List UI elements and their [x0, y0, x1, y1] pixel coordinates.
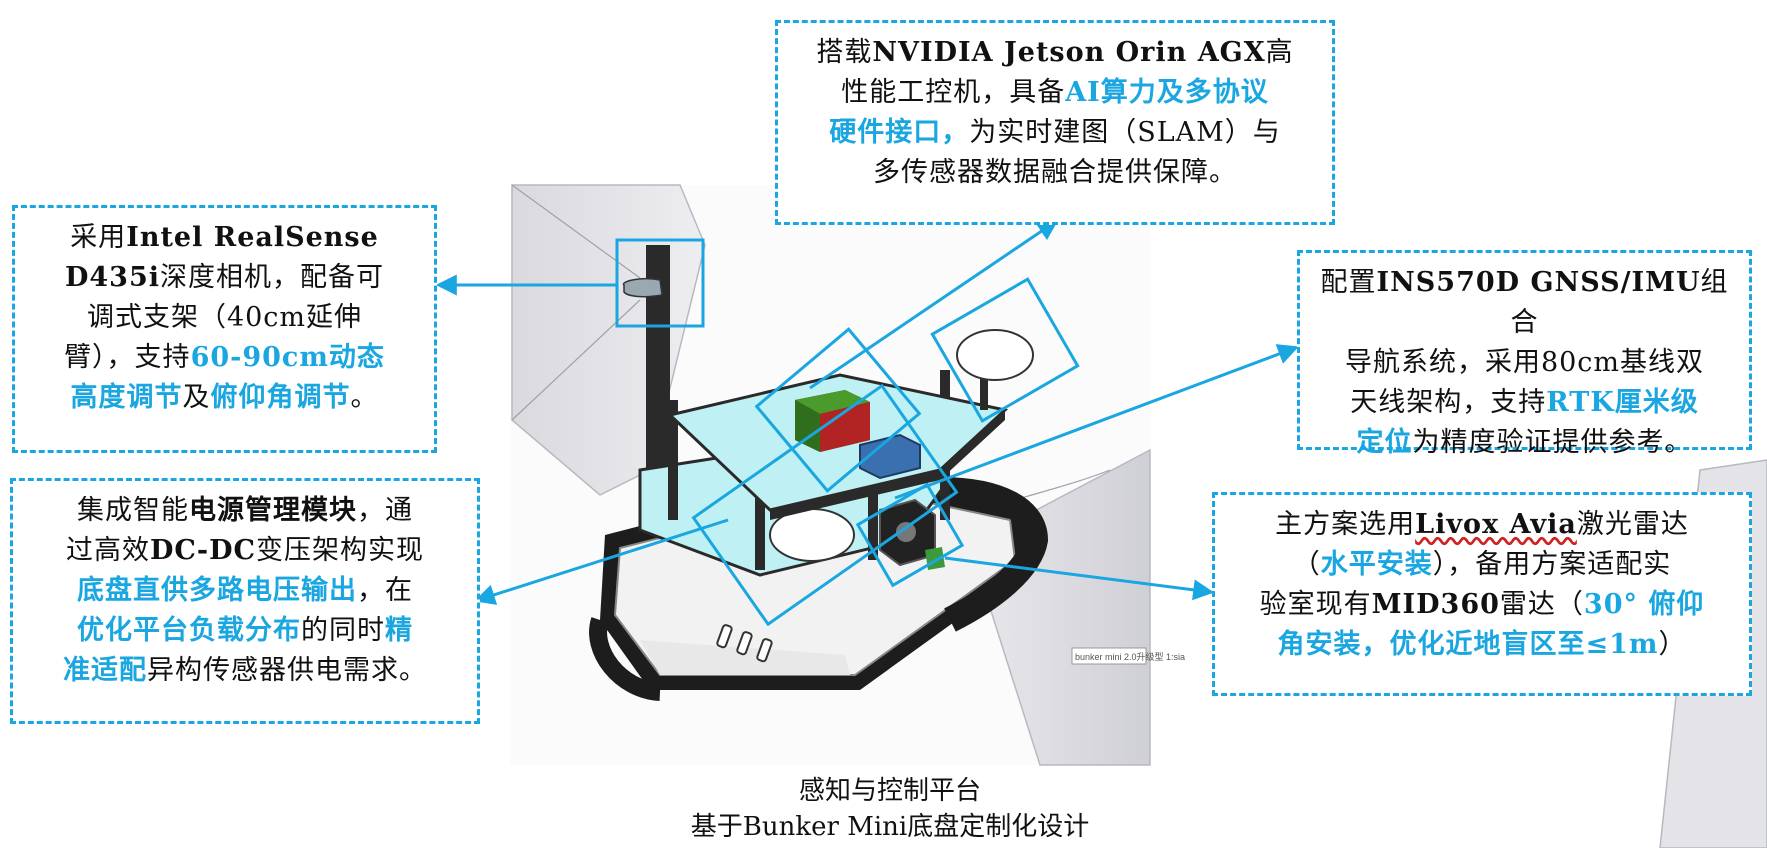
lidar-highlight: 角安装，优化近地盲区至≤1m [1277, 629, 1659, 660]
lidar-text: （ [1292, 549, 1321, 580]
power-highlight: 精 [385, 615, 413, 646]
power-bold: 电源管理模块 [189, 495, 357, 526]
power-connector [473, 518, 729, 605]
camera-text: 调式支架（40cm延伸 [86, 302, 363, 333]
power-highlight: 底盘直供多路电压输出 [77, 575, 357, 606]
ins-text: 导航系统，采用80cm基线双 [1344, 347, 1705, 378]
lidar-highlight: 30° 俯仰 [1583, 589, 1705, 620]
lidar-highlight-box [855, 482, 965, 588]
ins-highlight: 定位 [1356, 427, 1413, 458]
power-text: 变压架构实现 [256, 535, 424, 566]
camera-text: 采用 [70, 222, 127, 253]
lidar-model: MID360 [1371, 589, 1500, 620]
power-text: 过高效 [65, 535, 150, 566]
lidar-highlight: 水平安装 [1320, 549, 1433, 580]
gnss-antenna [956, 329, 1034, 381]
ins-highlight: RTK厘米级 [1546, 387, 1699, 418]
power-text: 的同时 [301, 615, 385, 646]
lidar-product: Livox Avia [1415, 509, 1577, 540]
power-callout: 集成智能电源管理模块，通 过高效DC-DC变压架构实现 底盘直供多路电压输出，在… [10, 478, 480, 724]
nvidia-text: 高 [1265, 37, 1294, 68]
camera-model: D435i [64, 262, 161, 293]
power-text: ，在 [357, 575, 413, 606]
camera-callout: 采用Intel RealSense D435i深度相机，配备可 调式支架（40c… [12, 205, 437, 453]
ins-product: INS570D GNSS/IMU [1376, 267, 1701, 298]
caption-line-2: 基于Bunker Mini底盘定制化设计 [690, 812, 1090, 842]
camera-text: 。 [350, 382, 379, 413]
antenna-highlight-box [930, 277, 1080, 423]
power-text: 异构传感器供电需求。 [147, 655, 427, 686]
nvidia-highlight: 硬件接口， [829, 117, 970, 148]
camera-text: 臂），支持 [64, 342, 191, 373]
camera-text: 深度相机，配备可 [160, 262, 385, 293]
nvidia-highlight: AI算力及多协议 [1065, 77, 1269, 108]
power-text: 集成智能 [77, 495, 189, 526]
ins-text: 组合 [1510, 267, 1729, 338]
lidar-text: ），备用方案适配实 [1432, 549, 1672, 580]
camera-product: Intel RealSense [126, 222, 379, 253]
lidar-connector [944, 556, 1215, 601]
nvidia-callout: 搭载NVIDIA Jetson Orin AGX高 性能工控机，具备AI算力及多… [775, 20, 1335, 225]
ins-connector [894, 344, 1299, 500]
ins-text: 天线架构，支持 [1350, 387, 1547, 418]
power-text: ，通 [357, 495, 413, 526]
lidar-text: 激光雷达 [1576, 509, 1689, 540]
lidar-text: 雷达（ [1499, 589, 1584, 620]
lidar-callout: 主方案选用Livox Avia激光雷达 （水平安装），备用方案适配实 验室现有M… [1212, 492, 1752, 696]
power-bold: DC-DC [149, 535, 256, 566]
camera-highlight: 60-90cm动态 [190, 342, 385, 373]
lidar-text: 主方案选用 [1275, 509, 1416, 540]
ins-text: 为精度验证提供参考。 [1412, 427, 1693, 458]
camera-highlight: 俯仰角调节 [210, 382, 351, 413]
jetson-connector [809, 219, 1059, 390]
nvidia-text: 搭载 [816, 37, 873, 68]
nvidia-product: NVIDIA Jetson Orin AGX [872, 37, 1266, 68]
nvidia-text: 多传感器数据融合提供保障。 [873, 157, 1237, 188]
ins-callout: 配置INS570D GNSS/IMU组合 导航系统，采用80cm基线双 天线架构… [1297, 250, 1752, 458]
nvidia-text: 为实时建图（SLAM）与 [969, 117, 1281, 148]
ins-unit [859, 433, 921, 480]
nvidia-text: 性能工控机，具备 [841, 77, 1066, 108]
power-highlight: 优化平台负载分布 [77, 615, 301, 646]
power-highlight-box [691, 383, 959, 627]
render-label: bunker mini 2.0升级型 1:sia [1075, 651, 1185, 662]
lidar-text: 验室现有 [1259, 589, 1372, 620]
lidar-text: ） [1658, 629, 1687, 660]
ins-text: 配置 [1320, 267, 1377, 298]
power-highlight: 准适配 [63, 655, 147, 686]
camera-text: 及 [182, 382, 211, 413]
caption-line-1: 感知与控制平台 [798, 776, 981, 806]
camera-highlight: 高度调节 [70, 382, 183, 413]
camera-highlight-box [615, 238, 705, 328]
